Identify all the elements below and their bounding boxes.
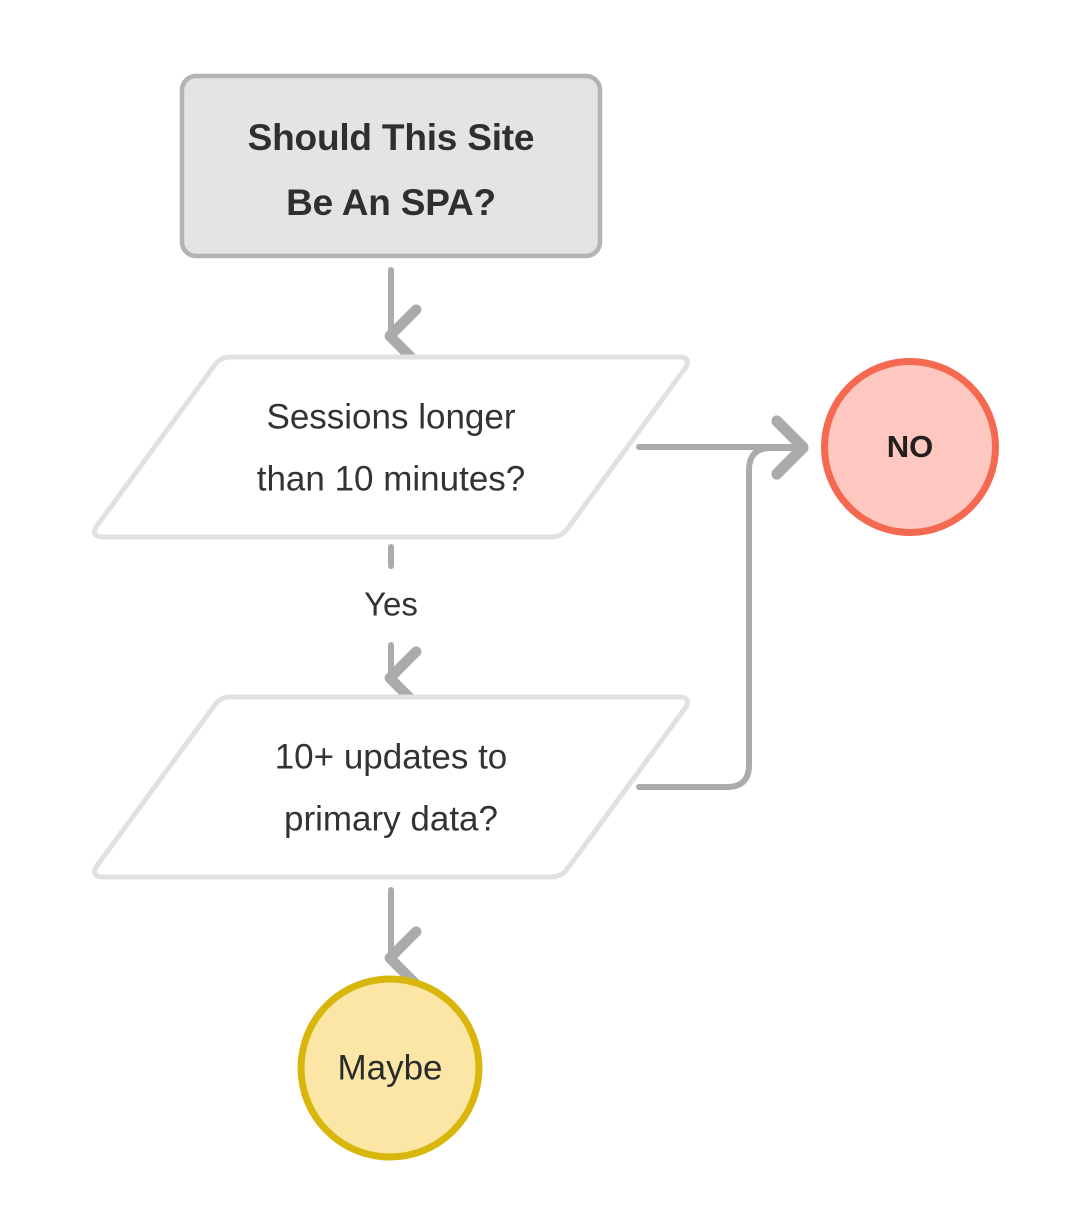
start-node-shape [179,73,603,259]
decision-updates-line1: 10+ updates to [275,737,508,776]
terminal-maybe-label: Maybe [337,1048,442,1087]
edge-sessions-yes-label: Yes [364,586,418,623]
start-node-line1: Should This Site [248,117,535,158]
decision-sessions-line1: Sessions longer [266,397,515,436]
decision-updates-shape [92,694,690,880]
edge-sessions-yes: Yes [364,544,422,710]
edge-updates-no-path [636,416,809,790]
node-decision-updates[interactable]: 10+ updates to primary data? [92,694,690,880]
decision-sessions-shape [92,354,690,540]
node-terminal-no[interactable]: NO [821,358,999,536]
decision-sessions-line2: than 10 minutes? [257,459,526,498]
node-decision-sessions[interactable]: Sessions longer than 10 minutes? [92,354,690,540]
terminal-maybe-shape [297,975,483,1161]
terminal-no-shape [821,358,999,536]
node-terminal-maybe[interactable]: Maybe [297,975,483,1161]
edge-updates-no [636,416,809,790]
start-node-line2: Be An SPA? [286,182,496,223]
node-start[interactable]: Should This Site Be An SPA? [179,73,603,259]
decision-updates-line2: primary data? [284,799,498,838]
terminal-no-label: NO [887,429,934,464]
